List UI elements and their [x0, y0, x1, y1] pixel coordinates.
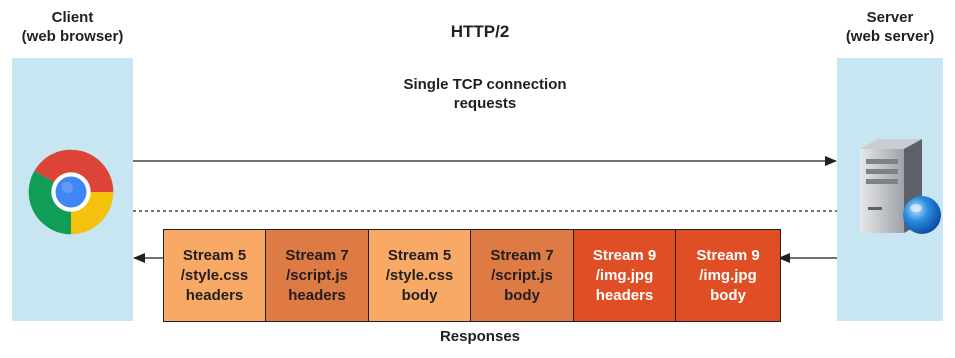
stream-frame-text: Stream 9/img.jpg body [696, 246, 759, 306]
stream-frame-line1: Stream 7 [490, 246, 554, 264]
stream-frame: Stream 5/style.css body [369, 230, 471, 321]
chrome-browser-icon [28, 149, 114, 235]
stream-frame-line2: /img.jpg [699, 266, 757, 284]
request-caption-line2: requests [453, 95, 517, 112]
protocol-title: HTTP/2 [450, 22, 510, 41]
stream-frame-line2: /style.css [385, 266, 454, 284]
stream-frame-text: Stream 5/style.css body [386, 246, 454, 306]
stream-frame-line3: body [710, 286, 746, 304]
request-caption-line1: Single TCP connection [403, 76, 567, 93]
stream-frame-line2: /script.js [286, 266, 348, 284]
client-title: Client (web browser) [0, 8, 145, 46]
stream-frame-line3: body [504, 286, 540, 304]
stream-frame-line2: /style.css [180, 266, 249, 284]
client-title-line2: (web browser) [21, 28, 124, 45]
stream-frame: Stream 7/script.js body [471, 230, 574, 321]
server-title-line1: Server [866, 9, 914, 26]
stream-frame-line2: /img.jpg [595, 266, 654, 284]
stream-frame-text: Stream 5/style.css headers [181, 246, 249, 306]
server-title: Server (web server) [825, 8, 955, 46]
stream-frame: Stream 9/img.jpg headers [574, 230, 676, 321]
stream-frame-line1: Stream 9 [696, 246, 760, 264]
stream-frame-line3: headers [185, 286, 244, 304]
request-caption: Single TCP connection requests [340, 75, 630, 113]
stream-frame-line2: /script.js [491, 266, 553, 284]
stream-frame-line3: body [401, 286, 438, 304]
stream-frame-text: Stream 7/script.js headers [285, 246, 348, 306]
stream-frame: Stream 7/script.js headers [266, 230, 369, 321]
stream-frame-line3: headers [595, 286, 654, 304]
server-title-line2: (web server) [845, 28, 935, 45]
stream-frame: Stream 5/style.css headers [164, 230, 266, 321]
stream-frame-text: Stream 7/script.js body [490, 246, 553, 306]
responses-caption: Responses [439, 328, 521, 345]
stream-frame-line3: headers [288, 286, 346, 304]
client-title-line1: Client [51, 9, 94, 26]
stream-frame-text: Stream 9/img.jpg headers [593, 246, 656, 306]
stream-frame-line1: Stream 9 [592, 246, 657, 264]
server-tower-icon [860, 139, 941, 234]
stream-frame-line1: Stream 5 [182, 246, 247, 264]
stream-frame-line1: Stream 5 [387, 246, 452, 264]
stream-frame-line1: Stream 7 [285, 246, 349, 264]
stream-frame: Stream 9/img.jpg body [676, 230, 780, 321]
